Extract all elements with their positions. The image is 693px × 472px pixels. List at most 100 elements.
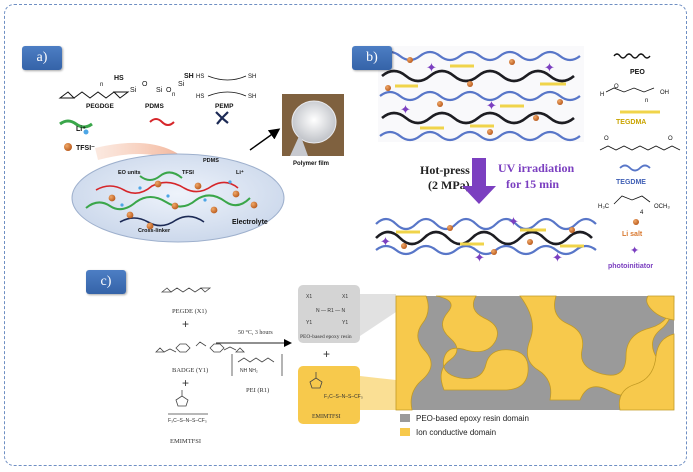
svg-text:HS: HS (196, 74, 204, 80)
svg-text:F₃C–S–N–S–CF₃: F₃C–S–N–S–CF₃ (324, 394, 363, 400)
pdms-chain-icon (149, 118, 175, 126)
electrolyte-disk (71, 153, 285, 243)
svg-text:O: O (668, 136, 673, 142)
emimtfsi-label-left: EMIMTFSI (170, 438, 201, 445)
pegde-structure (160, 287, 212, 293)
svg-text:X1: X1 (342, 294, 348, 300)
network-bottom-photoinitiators: ✦✦✦✦ (380, 214, 563, 265)
li-ions (120, 180, 232, 207)
ion-domains (395, 295, 675, 411)
svg-text:✦: ✦ (400, 102, 411, 117)
svg-text:O: O (614, 84, 619, 90)
pei-structure: NH NH₂ (231, 354, 283, 376)
photoinitiator-legend-label: photoinitiator (608, 263, 653, 270)
emimtfsi-structure-box: F₃C–S–N–S–CF₃ (309, 372, 363, 400)
badge-structure (155, 341, 245, 353)
resin-box (298, 285, 360, 343)
panel-c-label: c) (86, 270, 126, 294)
svg-text:OH: OH (660, 90, 669, 96)
li-salt-legend-icon (633, 219, 639, 225)
pegdge-structure: n (58, 82, 130, 99)
svg-text:X1: X1 (306, 294, 312, 300)
svg-text:NH NH₂: NH NH₂ (240, 368, 258, 374)
resin-label: PEO-based epoxy resin (300, 334, 352, 340)
tegdme-legend-icon (619, 164, 651, 172)
network-top-photoinitiators: ✦ ✦ ✦ ✦ (400, 60, 555, 117)
badge-label: BADGE (Y1) (172, 367, 208, 374)
svg-text:H: H (600, 92, 604, 98)
legend-resin-swatch (400, 414, 410, 422)
network-bottom (375, 217, 597, 256)
svg-text:✦: ✦ (552, 250, 563, 265)
emimtfsi-structure-left: F₃C–S–N–S–CF₃ (168, 390, 208, 424)
svg-text:Si: Si (178, 81, 185, 88)
svg-text:n: n (645, 98, 648, 104)
tfsi-ion-label: TFSI⁻ (76, 145, 95, 152)
li-tag: Li⁺ (236, 169, 244, 176)
svg-text:SH: SH (248, 74, 256, 80)
svg-text:Y1: Y1 (306, 320, 312, 326)
crosslinker-tag: Cross-linker (138, 228, 171, 234)
polymer-film-label: Polymer film (293, 161, 329, 167)
network-bottom-ions (401, 225, 575, 255)
uv-time-label: for 15 min (506, 177, 559, 191)
tegdme-legend-label: TEGDME (616, 179, 646, 186)
pegdge-chain-icon (59, 119, 93, 129)
peo-legend-icon (613, 53, 651, 59)
panel-b: ✦✦✦✦ Hot-press (2 MPa) UV irradiation fo… (375, 46, 681, 270)
li-ion-icon (83, 129, 89, 135)
pressure-label: (2 MPa) (428, 178, 470, 192)
svg-text:✦: ✦ (380, 234, 391, 249)
svg-text:Y1: Y1 (342, 320, 348, 326)
li-salt-legend-label: Li salt (622, 231, 643, 238)
svg-text:HS: HS (114, 75, 124, 82)
network-top (379, 50, 581, 142)
legend-ion-swatch (400, 428, 410, 436)
film-arrow (249, 128, 281, 151)
emim-box-label: EMIMTFSI (312, 414, 341, 420)
svg-text:O: O (166, 87, 172, 94)
emim-pointer (360, 376, 396, 410)
network-top-ions (385, 57, 563, 135)
legend-ion-label: Ion conductive domain (416, 428, 496, 437)
eo-units-tag: EO units (118, 170, 141, 176)
pei-label: PEI (R1) (246, 387, 269, 394)
svg-text:F₃C–S–N–S–CF₃: F₃C–S–N–S–CF₃ (168, 418, 207, 424)
svg-text:✦: ✦ (544, 60, 555, 75)
svg-text:✦: ✦ (426, 60, 437, 75)
polymer-film-photo (282, 94, 344, 156)
svg-text:Si: Si (130, 87, 137, 94)
legend-resin-label: PEO-based epoxy resin domain (416, 414, 529, 423)
tegdma-legend-label: TEGDMA (616, 119, 646, 126)
pdms-tag: PDMS (203, 158, 219, 164)
svg-text:n: n (100, 82, 103, 88)
plus-2: + (182, 376, 189, 390)
figure-border (4, 4, 687, 466)
tfsi-beads (108, 180, 258, 230)
svg-text:H₃C: H₃C (598, 204, 610, 210)
svg-text:✦: ✦ (474, 250, 485, 265)
uv-arrow (462, 158, 496, 204)
panel-b-label: b) (352, 46, 392, 70)
panel-a-label: a) (22, 46, 62, 70)
plus-3: + (323, 347, 330, 361)
svg-text:O: O (142, 81, 148, 88)
svg-text:Si: Si (156, 87, 163, 94)
li-ion-label: Li⁺ (76, 126, 86, 133)
svg-text:HS: HS (196, 94, 204, 100)
reaction-condition: 50 °C, 3 hours (238, 329, 273, 336)
svg-text:✦: ✦ (486, 98, 497, 113)
emim-box (298, 366, 360, 424)
photoinitiator-legend-icon: ✦ (630, 245, 639, 257)
plus-1: + (182, 317, 189, 331)
pdms-label: PDMS (145, 103, 164, 110)
pegdge-label: PEGDGE (86, 103, 114, 110)
svg-text:4: 4 (640, 210, 644, 216)
